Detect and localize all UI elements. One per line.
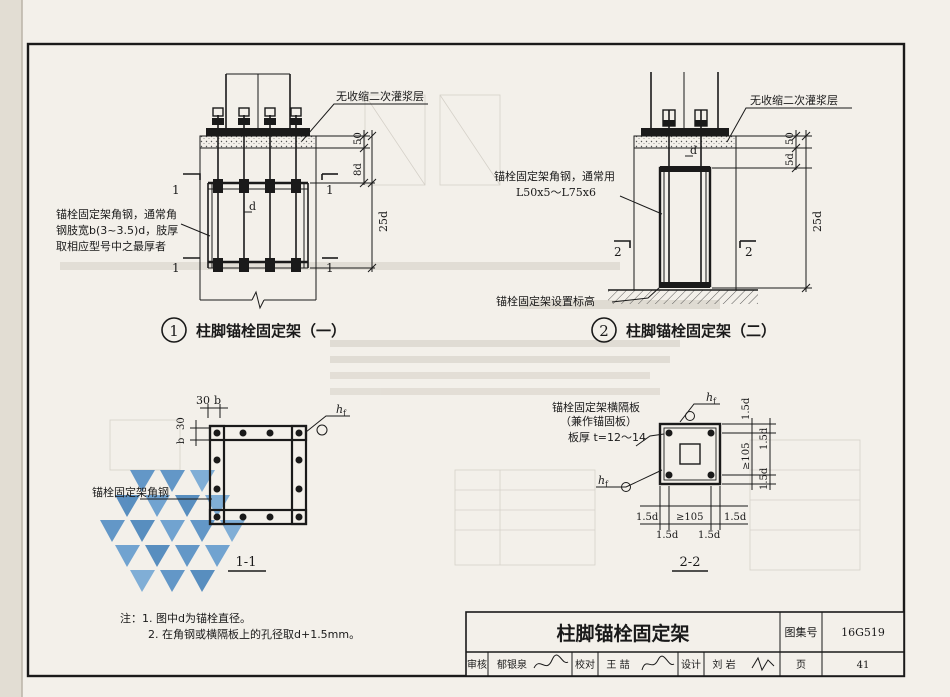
sheet-title: 柱脚锚栓固定架: [556, 622, 689, 645]
weld-hf-11: h: [336, 403, 343, 416]
dim-8d: 8d: [353, 163, 364, 176]
angle-note-fig1-line3: 取相应型号中之最厚者: [56, 239, 166, 253]
review-name: 郁银泉: [497, 658, 527, 671]
angle-label-11: 锚栓固定架角钢: [92, 485, 169, 499]
figure-2-elevation: d 50 5d 25d 无收缩二次灌浆层 锚栓固定架角钢，通常用 L50x5～L…: [494, 72, 852, 343]
dim-d: d: [249, 200, 256, 213]
dim-b-left: b: [176, 438, 187, 444]
figure-2-number: 2: [599, 322, 609, 340]
atlas-number: 16G519: [841, 626, 885, 639]
bleed-through: [60, 94, 861, 571]
angle-note-fig2-line2: L50x5～L75x6: [516, 186, 596, 199]
figure-1-elevation: d 50 8d 25d 无收缩二次灌浆层 1 1 1 1 锚栓固定架角钢，通常角…: [56, 73, 428, 343]
title-block: 柱脚锚栓固定架 图集号 16G519 审核 郁银泉 校对 王 喆 设计 刘 岩 …: [465, 611, 905, 677]
dim-50-fig2: 50: [785, 132, 796, 145]
dim-bottom-3: 1.5d: [724, 512, 747, 523]
review-label: 审核: [467, 658, 487, 671]
page-label: 页: [796, 659, 806, 671]
dim-d-fig2: d: [690, 144, 697, 157]
page-number: 41: [857, 660, 870, 671]
plate-note-line3: 板厚 t=12～14: [568, 430, 646, 444]
section-mark-1c: 1: [172, 261, 180, 275]
weld-hf-22b: h: [598, 474, 605, 487]
dim-5d: 5d: [785, 153, 796, 166]
dim-bottom2-2: 1.5d: [698, 530, 721, 541]
dim-b-top: b: [214, 394, 221, 407]
section-mark-2b: 2: [745, 245, 753, 259]
dim-25d-fig1: 25d: [377, 211, 390, 232]
review-signature: [533, 654, 569, 669]
atlas-label: 图集号: [785, 625, 818, 639]
dim-right-1: 1.5d: [741, 397, 752, 420]
weld-hf-22a: h: [706, 391, 713, 404]
section-mark-1b: 1: [326, 183, 334, 197]
dim-25d-fig2: 25d: [811, 211, 824, 232]
section-2-2: 锚栓固定架横隔板 （兼作锚固板） 板厚 t=12～14 h f h f 1.5d…: [552, 391, 776, 572]
check-name: 王 喆: [606, 658, 629, 671]
grout-label-fig2: 无收缩二次灌浆层: [750, 93, 838, 107]
figure-1-number: 1: [169, 322, 179, 340]
dim-right-2: 1.5d: [759, 427, 770, 450]
dim-bottom-2: ≥105: [676, 512, 703, 523]
weld-hf-sub-11: f: [343, 409, 347, 418]
notes: 注：1. 图中d为锚栓直径。 2. 在角钢或横隔板上的孔径取d+1.5mm。: [120, 611, 360, 641]
plate-note-line2: （兼作锚固板）: [560, 414, 637, 428]
design-signature: [751, 656, 775, 672]
angle-note-fig1-line2: 钢肢宽b(3~3.5)d，肢厚: [56, 223, 178, 237]
design-name: 刘 岩: [712, 658, 735, 671]
section-mark-2a: 2: [614, 245, 622, 259]
check-signature: [641, 655, 675, 671]
publisher-logo: [100, 470, 245, 592]
note-line-1: 注：1. 图中d为锚栓直径。: [120, 611, 251, 625]
dim-right-3: ≥105: [741, 443, 752, 470]
check-label: 校对: [575, 658, 595, 671]
angle-note-fig2-line1: 锚栓固定架角钢，通常用: [494, 169, 615, 183]
dim-30-top: 30: [196, 394, 210, 407]
elevation-label: 锚栓固定架设置标高: [496, 294, 595, 308]
dim-bottom2-1: 1.5d: [656, 530, 679, 541]
weld-hf-sub-22a: f: [713, 397, 717, 406]
grout-label-fig1: 无收缩二次灌浆层: [336, 89, 424, 103]
section-mark-1d: 1: [326, 261, 334, 275]
caption-2-2: 2-2: [680, 555, 701, 570]
dim-right-4: 1.5d: [759, 467, 770, 490]
section-mark-1a: 1: [172, 183, 180, 197]
dim-bottom-1: 1.5d: [636, 512, 659, 523]
dim-30-left: 30: [176, 417, 187, 430]
caption-1-1: 1-1: [236, 555, 257, 570]
note-line-2: 2. 在角钢或横隔板上的孔径取d+1.5mm。: [148, 627, 360, 641]
design-label: 设计: [681, 658, 701, 671]
dim-50-fig1: 50: [353, 132, 364, 145]
figure-1-title: 柱脚锚栓固定架（一）: [196, 322, 346, 340]
plate-note-line1: 锚栓固定架横隔板: [552, 400, 640, 414]
figure-2-title: 柱脚锚栓固定架（二）: [626, 322, 776, 340]
weld-hf-sub-22b: f: [605, 480, 609, 489]
angle-note-fig1-line1: 锚栓固定架角钢，通常角: [56, 207, 177, 221]
section-1-1: 30 b b 30 h f 锚栓固定架角钢 1-1: [92, 394, 350, 592]
